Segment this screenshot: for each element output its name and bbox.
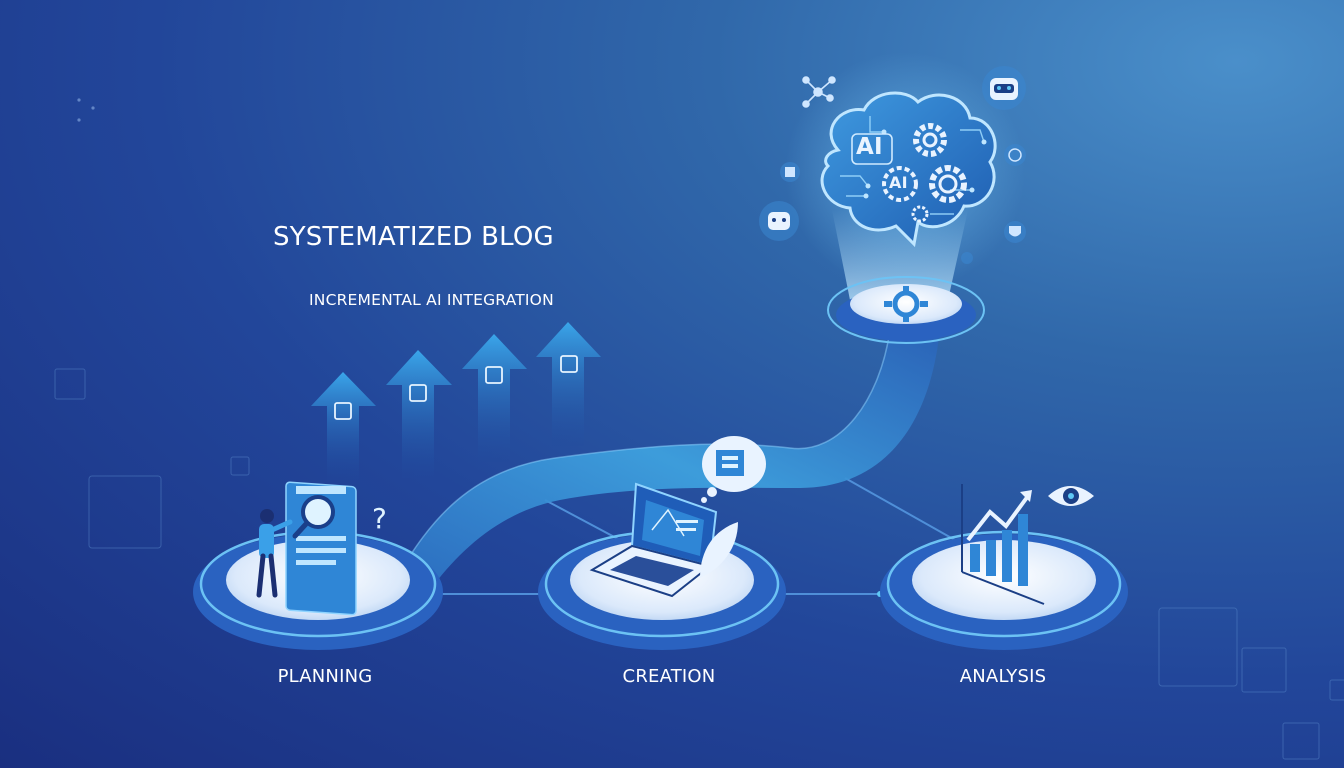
robot-icon <box>759 201 799 241</box>
ai-badge-small: AI <box>889 173 908 192</box>
stage-label-planning: PLANNING <box>277 666 373 687</box>
chat-bubble-icon <box>701 436 766 503</box>
ai-hub <box>785 52 1025 344</box>
gear-icon <box>882 166 918 202</box>
bar-chart-icon <box>961 484 1045 605</box>
lightbulb-icon <box>961 252 973 264</box>
growth-arrow <box>386 350 452 478</box>
gear-icon <box>913 123 947 157</box>
eye-icon <box>1048 486 1094 506</box>
growth-arrow <box>536 322 601 446</box>
creation-platform <box>538 436 786 650</box>
magnifier-icon <box>292 495 335 539</box>
decorative-squares <box>54 368 1344 760</box>
planning-platform: ? <box>193 481 443 650</box>
chip-icon <box>780 162 800 182</box>
gear-icon <box>911 205 929 223</box>
stage-label-analysis: ANALYSIS <box>959 666 1047 687</box>
growth-arrow <box>311 372 376 480</box>
growth-arrow <box>462 334 527 462</box>
progress-ribbon <box>394 328 940 590</box>
question-mark-icon: ? <box>372 502 387 535</box>
ai-badge-large: AI <box>856 134 883 160</box>
globe-icon <box>1004 144 1026 166</box>
shield-icon <box>1004 221 1026 243</box>
analysis-platform <box>880 484 1128 650</box>
feather-icon <box>700 522 738 578</box>
stage-label-creation: CREATION <box>622 666 716 687</box>
network-icon <box>802 76 836 108</box>
diagram-title: SYSTEMATIZED BLOG <box>273 222 554 252</box>
connector-lines <box>436 477 956 595</box>
person-figure <box>256 509 293 598</box>
gear-icon <box>929 165 967 203</box>
decorative-dots <box>77 98 95 122</box>
robot-icon <box>982 66 1026 110</box>
laptop-icon <box>589 482 718 598</box>
growth-arrows <box>311 322 601 480</box>
diagram-subtitle: INCREMENTAL AI INTEGRATION <box>309 291 554 309</box>
